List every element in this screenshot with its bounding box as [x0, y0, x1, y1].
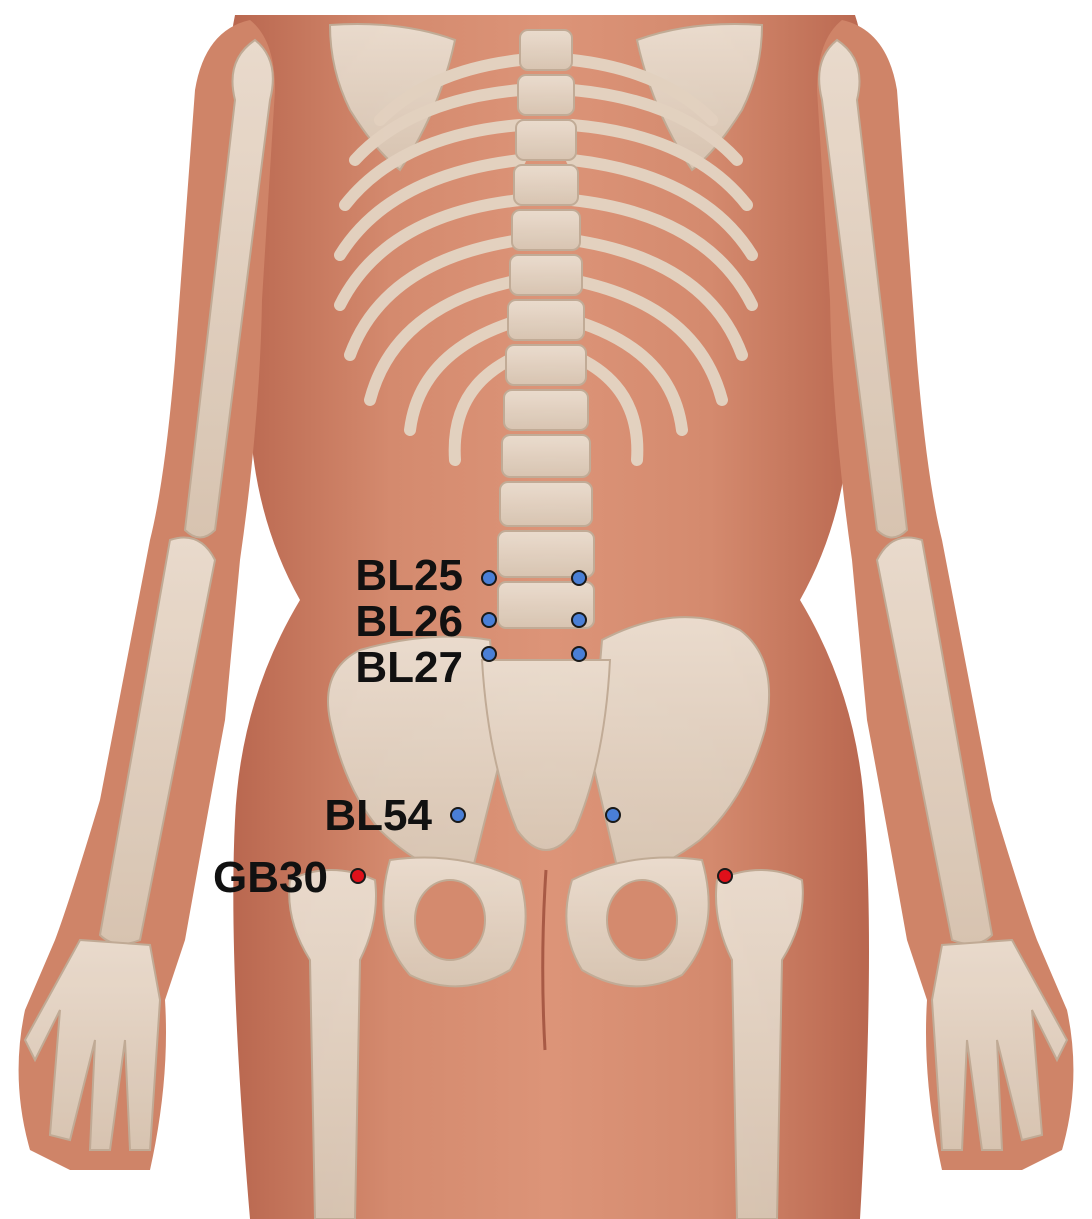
- gb30-right-point[interactable]: [718, 869, 732, 883]
- bl27-left-point[interactable]: [482, 647, 496, 661]
- bl54-left-point[interactable]: [451, 808, 465, 822]
- bl26-left-point[interactable]: [482, 613, 496, 627]
- label-bl27: BL27: [355, 643, 463, 692]
- bl27-right-point[interactable]: [572, 647, 586, 661]
- bl25-right-point[interactable]: [572, 571, 586, 585]
- label-bl25: BL25: [355, 551, 463, 600]
- bl25-left-point[interactable]: [482, 571, 496, 585]
- gb30-left-point[interactable]: [351, 869, 365, 883]
- label-bl54: BL54: [324, 791, 432, 840]
- label-bl26: BL26: [355, 597, 463, 646]
- label-gb30: GB30: [213, 853, 328, 902]
- bl54-right-point[interactable]: [606, 808, 620, 822]
- bl26-right-point[interactable]: [572, 613, 586, 627]
